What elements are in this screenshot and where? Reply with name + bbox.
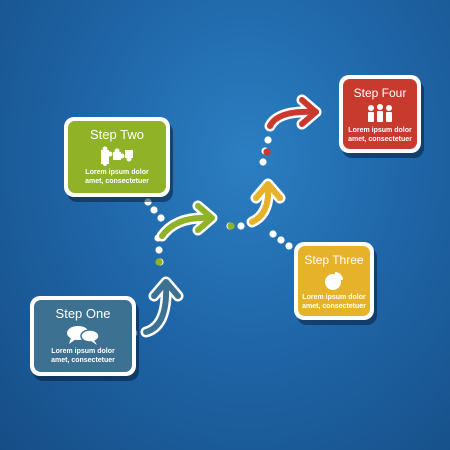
connector-dot	[285, 242, 293, 250]
step-three-card: Step Three Lorem ipsum dolor amet, conse…	[294, 242, 374, 320]
arrow-step-one	[140, 276, 184, 338]
step-arrows	[140, 94, 322, 338]
connector-dot	[144, 198, 152, 206]
connector-dot	[150, 206, 158, 214]
arrow-step-four	[264, 94, 322, 132]
connector-dot	[227, 222, 235, 230]
connector-dot	[264, 136, 272, 144]
team-people-icon	[364, 104, 396, 124]
connector-dot	[263, 148, 271, 156]
step-two-title: Step Two	[90, 127, 144, 142]
connector-dot	[277, 236, 285, 244]
step-one-card: Step One Lorem ipsum dolor amet, consect…	[30, 296, 136, 376]
connector-dot	[259, 158, 267, 166]
step-three-title: Step Three	[304, 253, 364, 267]
step-two-panel: Step Two L	[68, 121, 166, 193]
step-one-text: Lorem ipsum dolor amet, consectetuer	[51, 348, 115, 364]
step-three-panel: Step Three Lorem ipsum dolor amet, conse…	[298, 246, 370, 316]
pie-chart-icon	[323, 271, 345, 291]
connector-dots	[120, 136, 293, 340]
step-four-title: Step Four	[353, 86, 407, 100]
step-three-text: Lorem ipsum dolor amet, consectetuer	[302, 294, 366, 310]
step-four-text: Lorem ipsum dolor amet, consectetuer	[348, 127, 412, 143]
connector-dot	[237, 222, 245, 230]
step-two-text: Lorem ipsum dolor amet, consectetuer	[85, 169, 149, 185]
connector-dot	[155, 258, 163, 266]
step-one-panel: Step One Lorem ipsum dolor amet, consect…	[34, 300, 132, 372]
step-two-card: Step Two L	[64, 117, 170, 197]
connector-dot	[157, 214, 165, 222]
speech-bubbles-icon	[66, 325, 100, 345]
step-four-panel: Step Four Lorem ipsum dolor amet, consec…	[343, 79, 417, 149]
connector-dot	[269, 230, 277, 238]
puzzle-pieces-icon	[99, 146, 135, 166]
arrow-step-two	[156, 200, 218, 242]
connector-dot	[155, 246, 163, 254]
step-one-title: Step One	[55, 306, 111, 321]
arrow-step-three	[246, 178, 286, 228]
step-four-card: Step Four Lorem ipsum dolor amet, consec…	[339, 75, 421, 153]
